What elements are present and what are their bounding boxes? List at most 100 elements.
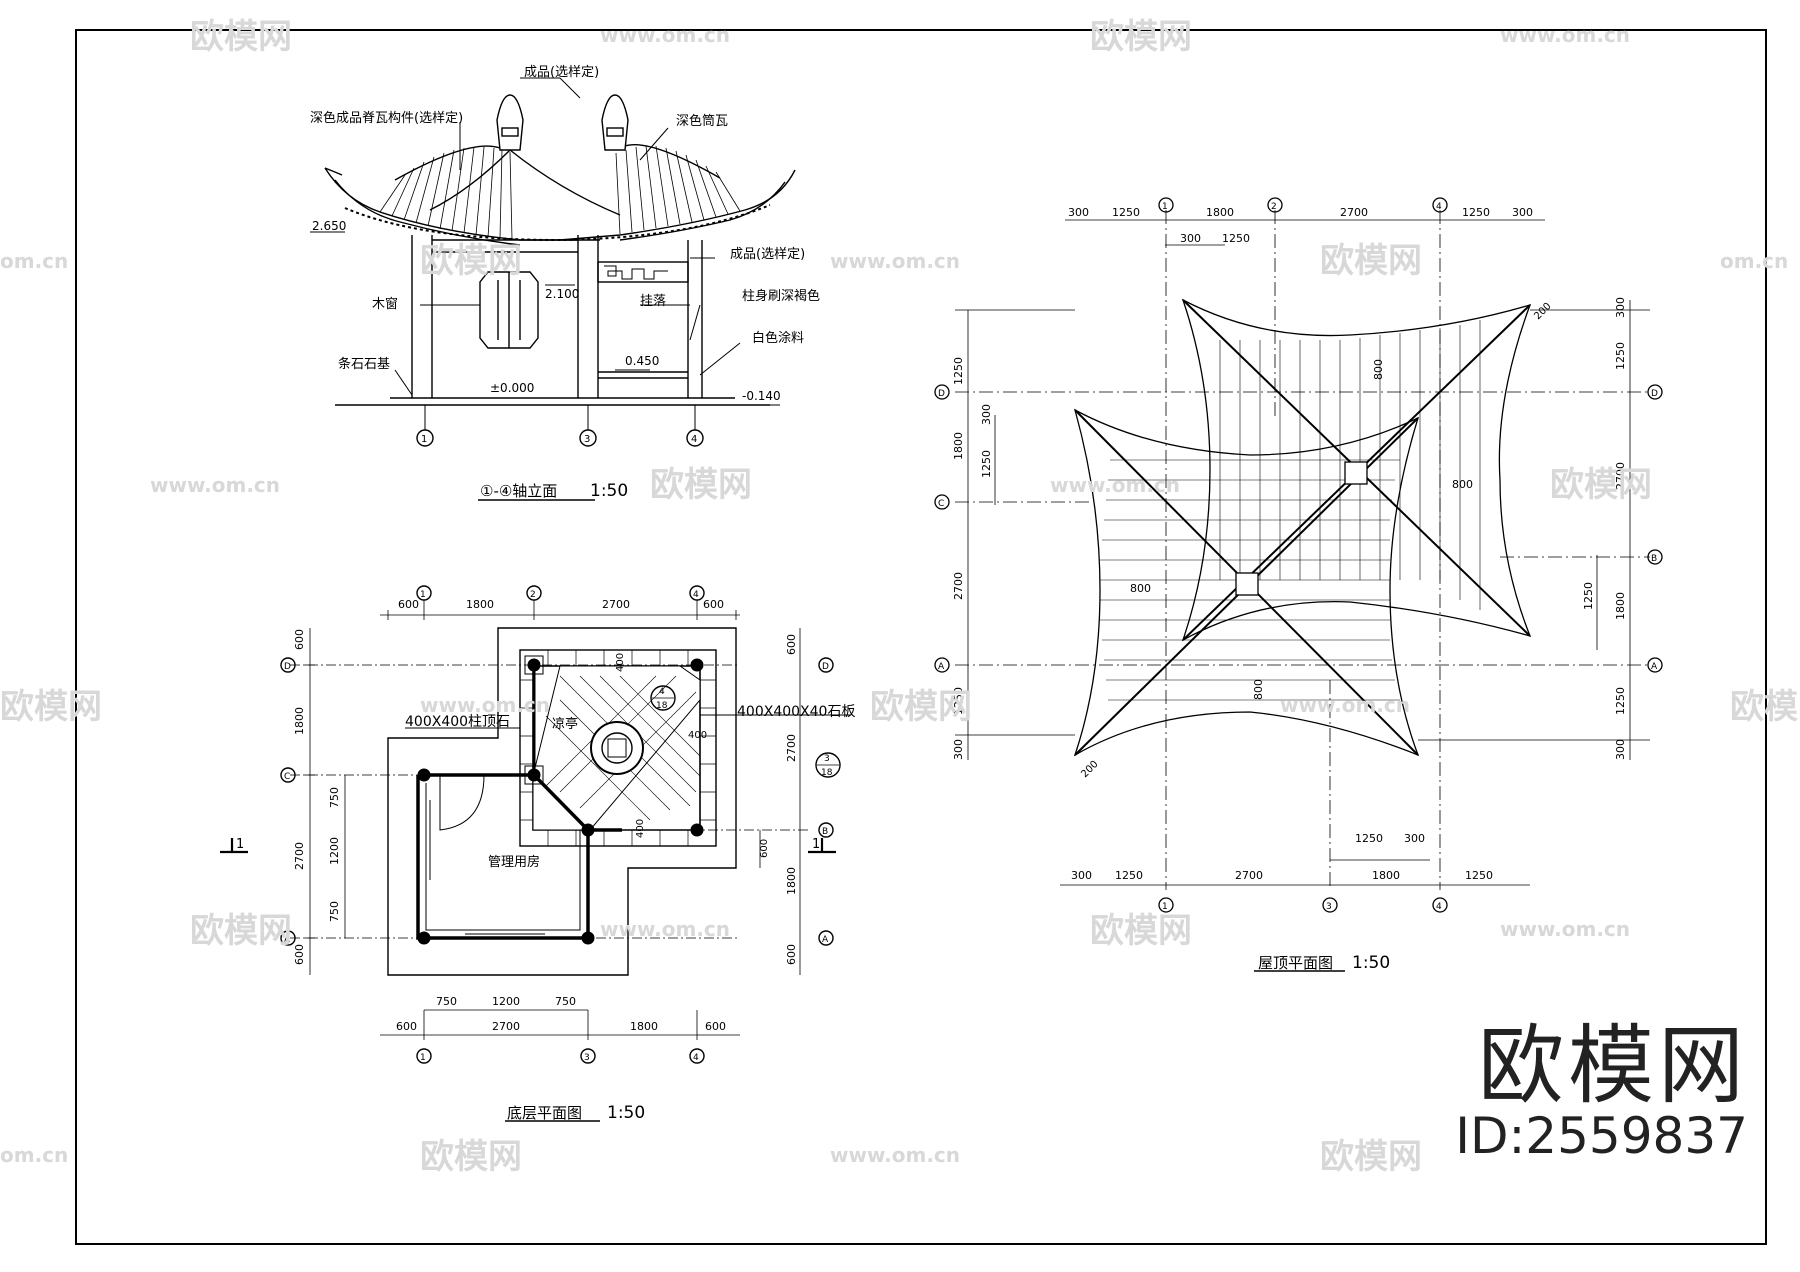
dim-text: 2700 [293,842,306,870]
brand-watermark: 欧模网 ID:2559837 [1455,1023,1748,1164]
watermark-brand: 欧模网 [420,241,522,281]
label-stone-base: 条石石基 [338,356,390,372]
watermark-url: www.om.cn [1280,693,1410,717]
dim-text: 1250 [1614,687,1627,715]
axis-label: C [284,772,290,782]
label-ridge-tile: 深色成品脊瓦构件(选样定) [310,110,463,126]
elev-axis-4: 4 [691,434,697,445]
dim-text: 600 [785,944,798,965]
level-minus-0140: -0.140 [742,389,781,403]
dim-text: 1250 [1465,869,1493,882]
dim-text: 600 [785,634,798,655]
label-white-paint: 白色涂料 [752,330,804,346]
dim-text: 400 [615,653,626,672]
axis-label: 1 [1162,902,1168,912]
dim-text: 300 [1180,232,1201,245]
room-management: 管理用房 [488,854,540,870]
dim-text: 300 [1071,869,1092,882]
detail-ref-4-sheet: 18 [656,701,668,711]
dim-text: 200 [1532,301,1553,322]
dim-text: 750 [328,901,341,922]
detail-ref-4-num: 4 [659,687,665,697]
level-2100: 2.100 [545,287,579,301]
axis-label: A [938,662,945,672]
watermark-brand: 欧模网 [1320,241,1422,281]
axis-label: A [1651,662,1658,672]
roof-plan-view [934,197,1663,972]
axis-label: 1 [420,1053,426,1063]
label-window: 木窗 [372,296,398,312]
plan-scale: 1:50 [607,1103,645,1123]
watermark-brand: 欧模网 [420,1137,522,1177]
dim-text: 300 [1614,297,1627,318]
watermark-brand: 欧模网 [0,687,102,727]
watermark-url: www.om.cn [150,473,280,497]
dim-text: 750 [436,995,457,1008]
watermark-brand: 欧模网 [1320,1137,1422,1177]
dim-text: 2700 [602,598,630,611]
model-id: ID:2559837 [1455,1107,1748,1165]
detail-ref-3-sheet: 18 [821,768,833,778]
dim-text: 800 [1252,679,1265,700]
watermark-url: www.om.cn [600,23,730,47]
watermark-brand: 欧模网 [190,17,292,57]
axis-label: 1 [420,590,426,600]
dim-text: 1250 [1614,342,1627,370]
axis-label: 3 [584,1053,590,1063]
dim-text: 300 [1404,832,1425,845]
dim-text: 2700 [785,734,798,762]
watermark-brand: 欧模网 [650,465,752,505]
axis-label: 1 [1162,202,1168,212]
axis-label: D [822,662,829,672]
dim-text: 750 [328,787,341,808]
dim-text: 1250 [1462,206,1490,219]
watermark-url: www.om.cn [1500,917,1630,941]
dim-text: 1200 [492,995,520,1008]
dim-text: 1800 [1372,869,1400,882]
elevation-title: ①-④轴立面 [480,482,557,500]
dim-text: 1250 [952,357,965,385]
axis-label: B [1651,554,1657,564]
label-column-paint: 柱身刷深褐色 [742,288,820,304]
floor-plan-view [220,585,850,1122]
watermark-url: www.om.cn [1050,473,1180,497]
axis-label: B [822,827,828,837]
dim-text: 600 [396,1020,417,1033]
label-finial: 成品(选样定) [524,65,599,80]
dim-text: 600 [293,944,306,965]
dim-text: 1800 [630,1020,658,1033]
level-0000: ±0.000 [490,381,534,395]
watermark-brand: 欧模网 [870,687,972,727]
axis-label: 4 [693,1053,699,1063]
dim-text: 1800 [293,707,306,735]
watermarks: 欧模网 www.om.cn 欧模网 www.om.cn om.cn 欧模网 ww… [0,17,1800,1177]
axis-label: D [284,662,291,672]
axis-label: D [1651,389,1658,399]
level-0450: 0.450 [625,354,659,368]
dim-text: 300 [1512,206,1533,219]
dim-text: 1250 [1355,832,1383,845]
axis-label: 4 [693,590,699,600]
level-2650: 2.650 [312,219,346,233]
dim-text: 750 [555,995,576,1008]
watermark-brand: 欧模网 [1550,465,1652,505]
dim-text: 1250 [952,687,965,715]
dim-text: 1800 [466,598,494,611]
axis-label: 3 [1326,902,1332,912]
section-mark-left: 1 [236,837,244,852]
label-lintel: 成品(选样定) [730,247,805,262]
axis-label: 4 [1436,902,1442,912]
elevation-labels: 成品(选样定) 深色成品脊瓦构件(选样定) 深色筒瓦 成品(选样定) 木窗 挂落… [310,65,820,501]
dim-text: 1250 [1112,206,1140,219]
dim-text: 2700 [492,1020,520,1033]
watermark-url: www.om.cn [600,917,730,941]
elevation-scale: 1:50 [590,481,628,501]
axis-label: 2 [530,590,536,600]
floor-plan-labels: 凉亭 管理用房 400X400柱顶石 400X400X40石板 1 1 4 18… [236,590,855,1123]
watermark-url: www.om.cn [1500,23,1630,47]
dim-text: 1250 [980,450,993,478]
dim-text: 600 [759,839,770,858]
watermark-brand: 欧模网 [190,911,292,951]
dim-text: 400 [635,819,646,838]
dim-text: 1800 [785,867,798,895]
